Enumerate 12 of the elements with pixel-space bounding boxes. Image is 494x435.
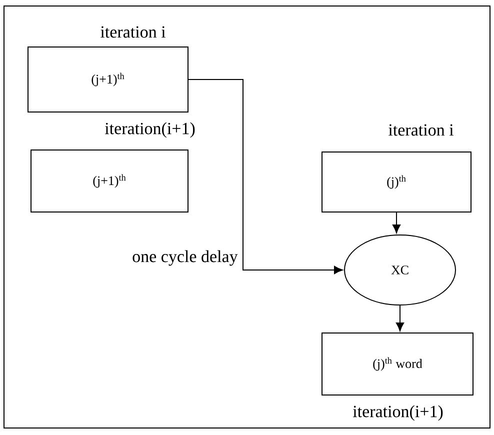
arrow xyxy=(396,304,404,332)
process-box: (j)$^{th}$ word xyxy=(322,332,474,396)
process-box: (j)$^{th}$ xyxy=(322,151,472,212)
heading: iteration(i+1) xyxy=(104,122,195,138)
heading: iteration i xyxy=(100,26,166,38)
process-box: (j+1)$^{th}$ xyxy=(28,46,188,112)
heading: iteration i xyxy=(388,124,454,136)
process-box: (j+1)$^{th}$ xyxy=(30,149,188,212)
arrow xyxy=(392,212,401,234)
arrow xyxy=(188,79,343,274)
heading: iteration(i+1) xyxy=(352,405,443,421)
edge-label: one cycle delay xyxy=(131,249,239,267)
